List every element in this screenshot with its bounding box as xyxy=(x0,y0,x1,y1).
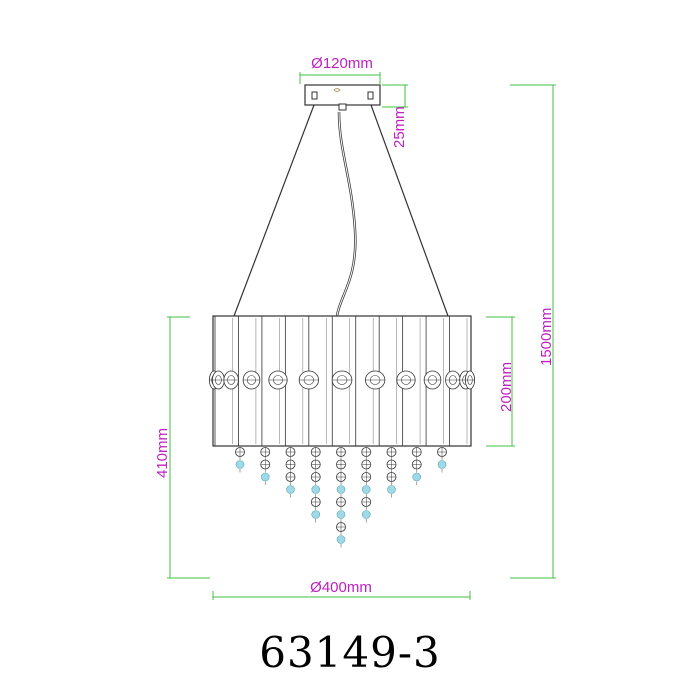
suspension-cable-left xyxy=(233,104,315,317)
shade-crystal xyxy=(268,370,288,390)
shade-crystal xyxy=(423,370,442,390)
crystal-drops xyxy=(235,447,447,548)
crystal-ball xyxy=(311,485,321,494)
label-total-height: 1500mm xyxy=(538,308,555,366)
crystal-drop-strand xyxy=(260,447,271,485)
power-cord xyxy=(335,111,357,317)
shade-crystal xyxy=(464,370,476,390)
crystal-drop-strand xyxy=(336,447,346,548)
crystal-drop-strand xyxy=(235,447,245,473)
shade-crystal xyxy=(223,370,239,390)
label-canopy-diameter: Ø120mm xyxy=(311,55,373,72)
crystal-drop-strand xyxy=(437,447,447,473)
shade-crystal xyxy=(298,370,319,390)
crystal-ball xyxy=(387,485,396,494)
crystal-ball xyxy=(361,510,371,519)
crystal-drop-strand xyxy=(411,447,422,485)
model-number: 63149-3 xyxy=(259,628,441,677)
canopy-screw-left xyxy=(311,91,318,100)
label-body-height: 410mm xyxy=(154,428,171,478)
canopy-cord-grip xyxy=(338,103,347,111)
label-canopy-height: 25mm xyxy=(391,106,408,148)
canopy-hook-icon xyxy=(333,88,341,92)
crystal-ball xyxy=(260,472,270,482)
crystal-drop-strand xyxy=(310,447,321,523)
shade-crystal xyxy=(396,370,416,390)
shade-crystal xyxy=(445,370,461,390)
crystal-ball xyxy=(311,510,321,519)
crystal-ball xyxy=(412,472,422,482)
crystal-drop-strand xyxy=(361,447,372,523)
crystal-ball xyxy=(336,510,346,519)
canopy-screw-right xyxy=(367,91,374,100)
crystal-ball xyxy=(235,460,245,469)
suspension xyxy=(233,104,449,317)
shade-crystal xyxy=(365,370,386,390)
crystal-ball xyxy=(286,485,295,494)
label-shade-height: 200mm xyxy=(498,362,515,412)
shade-crystal-row xyxy=(208,370,476,390)
crystal-ball xyxy=(437,460,447,469)
shade-crystal xyxy=(331,370,353,390)
dimension-lines xyxy=(167,72,556,600)
crystal-ball xyxy=(361,485,371,494)
crystal-drop-strand xyxy=(285,447,296,498)
label-body-diameter: Ø400mm xyxy=(310,579,372,596)
crystal-ball xyxy=(336,485,346,494)
dimension-labels: Ø120mm 25mm 1500mm 200mm 410mm Ø400mm xyxy=(154,55,555,596)
drum-shade xyxy=(208,315,476,447)
shade-crystal xyxy=(211,370,225,390)
canopy xyxy=(304,84,381,111)
crystal-ball xyxy=(336,535,346,544)
shade-crystal xyxy=(242,370,261,390)
suspension-cable-right xyxy=(370,104,449,317)
crystal-drop-strand xyxy=(386,447,397,498)
